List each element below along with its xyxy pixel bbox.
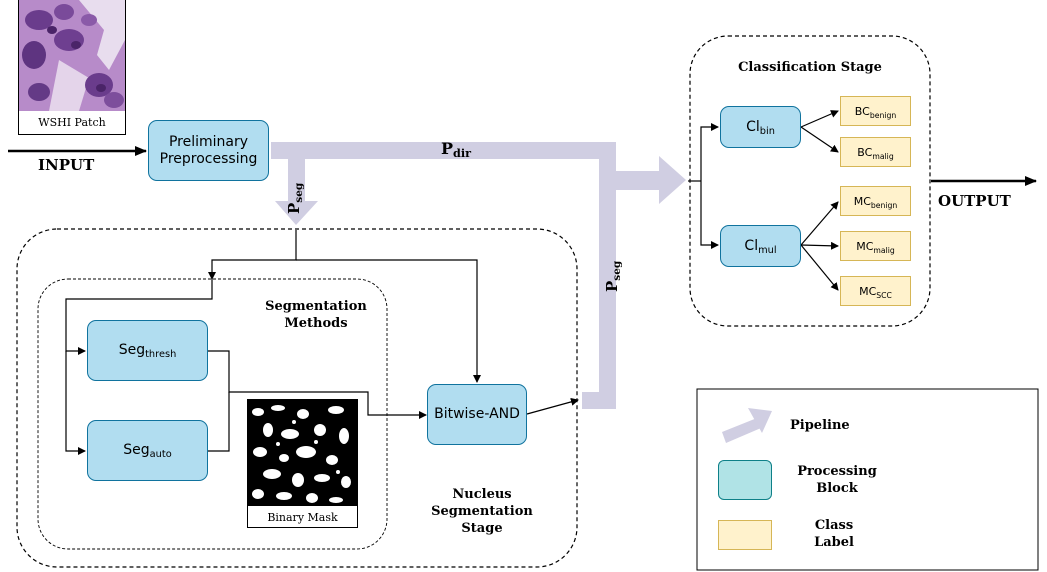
segmentation-methods-container	[37, 278, 388, 550]
cl-mul-main: Cl	[744, 237, 759, 254]
mc-scc-sub: SCC	[876, 290, 892, 300]
segmentation-methods-title: Segmentation Methods	[236, 298, 396, 332]
bc-malig-main: BC	[857, 145, 873, 159]
legend-pipeline-arrow-icon	[722, 408, 772, 443]
bc-malig-sub: malig	[872, 151, 894, 161]
binary-mask-frame: Binary Mask	[247, 399, 358, 528]
preprocess-line1: Preliminary	[168, 133, 249, 150]
seg-auto-block[interactable]: Segauto	[87, 420, 208, 481]
stage-line2: Segmentation	[431, 504, 533, 519]
pipeline-arrows	[271, 142, 686, 409]
bc-benign-sub: benign	[869, 110, 897, 120]
mc-malig-main: MC	[856, 239, 874, 253]
p-dir-sub: dir	[453, 146, 471, 160]
seg-thresh-sub: thresh	[145, 349, 177, 360]
bitwise-and-block[interactable]: Bitwise-AND	[427, 384, 527, 445]
class-label-mc-malig: MCmalig	[840, 231, 911, 261]
seg-thresh-main: Seg	[118, 342, 146, 358]
binary-mask-caption: Binary Mask	[267, 511, 338, 524]
stage-line3: Stage	[461, 521, 503, 536]
p-seg-left-main: P	[285, 202, 303, 214]
input-label: INPUT	[38, 156, 95, 174]
class-label-mc-scc: MCSCC	[840, 276, 911, 306]
bitwise-and-label: Bitwise-AND	[434, 406, 520, 422]
mc-benign-main: MC	[853, 194, 871, 208]
seg-methods-line2: Methods	[284, 316, 348, 331]
segmentation-connectors	[65, 230, 579, 455]
seg-auto-sub: auto	[149, 449, 172, 460]
wshi-patch-caption: WSHI Patch	[38, 116, 106, 129]
legend-processing-swatch	[718, 460, 772, 500]
nucleus-segmentation-stage-container	[16, 228, 578, 568]
legend-class-line2: Label	[814, 535, 854, 550]
p-seg-left-label: Pseg	[285, 182, 305, 214]
cl-bin-main: Cl	[746, 118, 760, 135]
legend-class-swatch	[718, 520, 772, 550]
legend-class-line1: Class	[814, 518, 854, 533]
p-seg-right-label: Pseg	[603, 260, 623, 292]
nucleus-segmentation-stage-title: Nucleus Segmentation Stage	[412, 486, 552, 537]
mc-scc-main: MC	[859, 284, 877, 298]
seg-auto-main: Seg	[123, 442, 150, 458]
cl-bin-sub: bin	[759, 125, 775, 137]
mc-malig-sub: malig	[873, 245, 895, 255]
p-seg-right-sub: seg	[611, 260, 623, 281]
seg-thresh-block[interactable]: Segthresh	[87, 320, 208, 381]
legend-pipeline-label: Pipeline	[790, 418, 850, 433]
p-dir-main: P	[441, 139, 454, 158]
preprocess-line2: Preprocessing	[159, 150, 258, 167]
p-seg-right-main: P	[603, 280, 621, 292]
classification-connectors	[688, 110, 839, 291]
p-seg-left-sub: seg	[293, 182, 305, 203]
legend-processing-line2: Block	[816, 481, 858, 496]
histology-patch-image	[19, 0, 125, 111]
mc-benign-sub: benign	[870, 200, 898, 210]
class-label-bc-malig: BCmalig	[840, 137, 911, 167]
stage-line1: Nucleus	[452, 487, 512, 502]
cl-bin-block[interactable]: Clbin	[720, 106, 801, 148]
binary-mask-image	[248, 400, 357, 506]
output-label: OUTPUT	[938, 192, 1011, 210]
classification-stage-title: Classification Stage	[738, 60, 882, 75]
legend-processing-line1: Processing	[797, 464, 877, 479]
class-label-mc-benign: MCbenign	[840, 186, 911, 216]
preliminary-preprocessing-block[interactable]: Preliminary Preprocessing	[148, 120, 269, 181]
wshi-patch-frame: WSHI Patch	[18, 0, 126, 135]
cl-mul-block[interactable]: Clmul	[720, 225, 801, 267]
legend-class-label: Class Label	[794, 517, 874, 551]
bc-benign-main: BC	[854, 104, 870, 118]
class-label-bc-benign: BCbenign	[840, 96, 911, 126]
cl-mul-sub: mul	[758, 244, 777, 256]
seg-methods-line1: Segmentation	[265, 299, 367, 314]
p-dir-label: Pdir	[441, 139, 471, 160]
legend-processing-label: Processing Block	[778, 463, 896, 497]
